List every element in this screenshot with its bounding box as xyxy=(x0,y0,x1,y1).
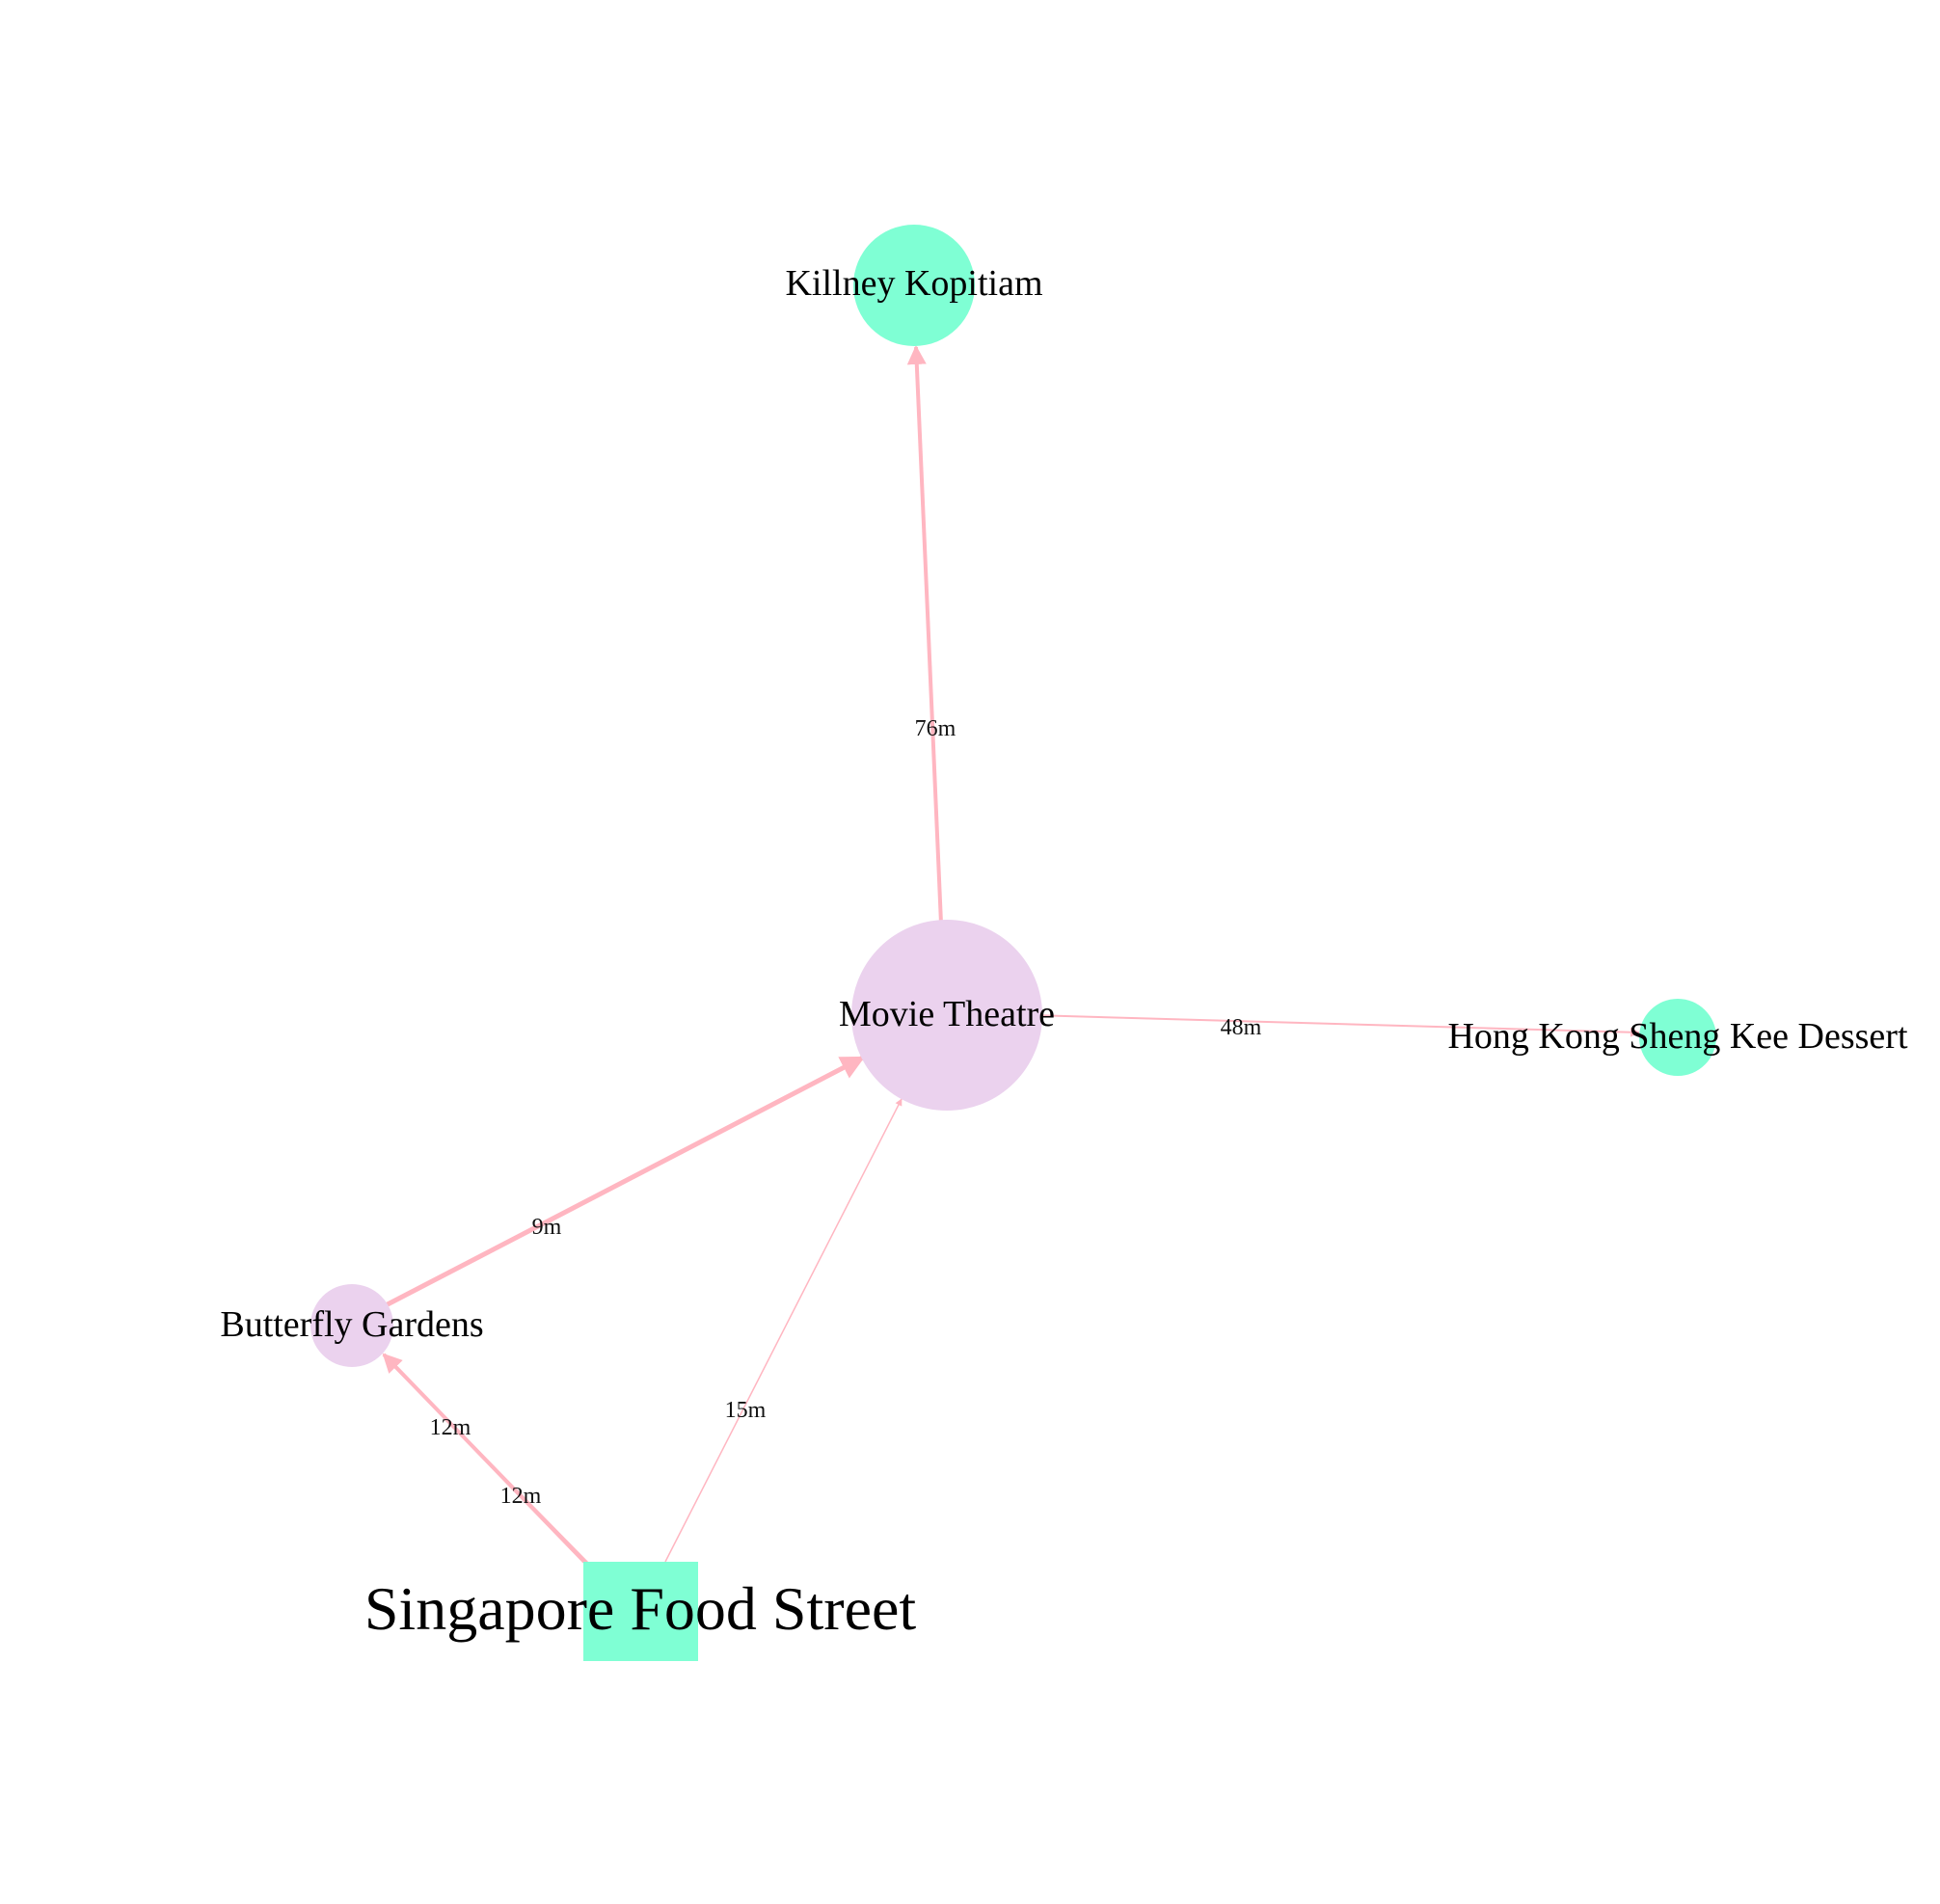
node-label-butterfly-gardens: Butterfly Gardens xyxy=(220,1304,483,1345)
edge-label-9m: 9m xyxy=(532,1215,562,1240)
edge-movie-hksk xyxy=(1031,1014,1640,1037)
edges-layer xyxy=(382,345,1640,1566)
edge-sfs-movie xyxy=(664,1098,903,1563)
node-killney-kopitiam[interactable] xyxy=(853,225,975,346)
node-movie-theatre[interactable] xyxy=(851,920,1042,1111)
edge-labels-layer: 76m 48m 9m 15m 12m 12m xyxy=(430,716,1262,1509)
edge-butterfly-movie xyxy=(384,1055,866,1308)
node-singapore-food-street[interactable] xyxy=(583,1562,698,1661)
node-label-movie-theatre: Movie Theatre xyxy=(839,994,1055,1034)
edge-movie-killney xyxy=(906,345,943,925)
edge-label-12m-lower: 12m xyxy=(500,1484,542,1509)
nodes-layer xyxy=(310,225,1716,1661)
node-hong-kong-sheng-kee-dessert[interactable] xyxy=(1639,999,1716,1076)
node-label-singapore-food-street: Singapore Food Street xyxy=(364,1574,917,1643)
edge-butterfly-sfs xyxy=(384,1355,590,1566)
edge-label-12m-upper: 12m xyxy=(430,1415,472,1440)
node-butterfly-gardens[interactable] xyxy=(310,1284,393,1367)
node-label-killney-kopitiam: Killney Kopitiam xyxy=(785,263,1042,304)
edge-label-48m: 48m xyxy=(1221,1015,1262,1040)
edge-label-15m: 15m xyxy=(725,1398,767,1423)
edge-label-76m: 76m xyxy=(915,716,957,741)
node-labels-layer: Killney Kopitiam Movie Theatre Hong Kong… xyxy=(220,263,1908,1643)
node-label-hong-kong-sheng-kee-dessert: Hong Kong Sheng Kee Dessert xyxy=(1447,1016,1907,1057)
